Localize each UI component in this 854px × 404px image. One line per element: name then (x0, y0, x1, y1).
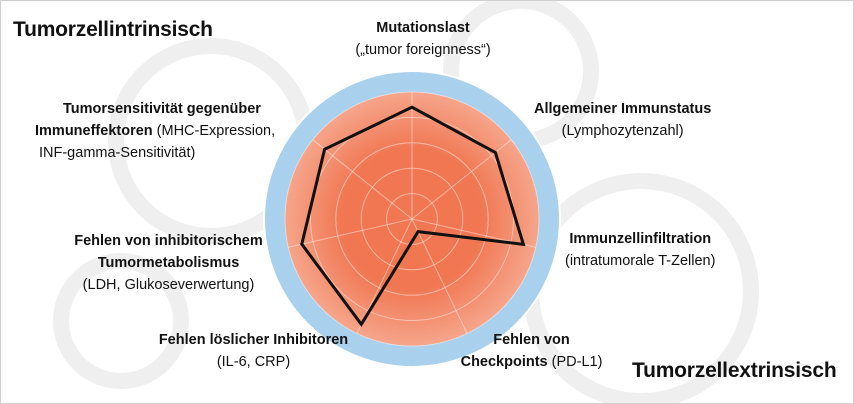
axis-label-immunstatus: Allgemeiner Immunstatus (Lymphozytenzahl… (534, 101, 712, 139)
grid-spoke (288, 218, 413, 248)
axis-label-tumormetabolismus: Fehlen von inhibitorischem Tumormetaboli… (74, 233, 263, 293)
axis-label-tumorsensitivitaet: Tumorsensitivität gegenüber Immuneffekto… (35, 101, 276, 161)
heading-extrinsic: Tumorzellextrinsisch (632, 359, 837, 382)
axis-label-checkpoints: Fehlen von Checkpoints (PD-L1) (460, 332, 603, 370)
grid-ring (360, 167, 464, 271)
grid-spoke (411, 218, 468, 334)
watermark-shape (53, 253, 189, 389)
radar-grid (284, 91, 540, 347)
axis-label-loesliche-inhibitoren: Fehlen löslicher Inhibitoren (IL-6, CRP) (158, 332, 349, 370)
grid-spoke (312, 139, 413, 220)
radar-background (285, 92, 539, 346)
grid-ring (335, 142, 489, 296)
axis-label-immunzellinfiltration: Immunzellinfiltration (intratumorale T-Z… (565, 231, 716, 269)
heading-intrinsic: Tumorzellintrinsisch (13, 18, 213, 41)
radar-profile-polygon (300, 105, 526, 327)
grid-ring (309, 116, 515, 322)
grid-ring (284, 91, 540, 347)
axis-label-mutationslast: Mutationslast („tumor foreignness“) (355, 20, 491, 58)
